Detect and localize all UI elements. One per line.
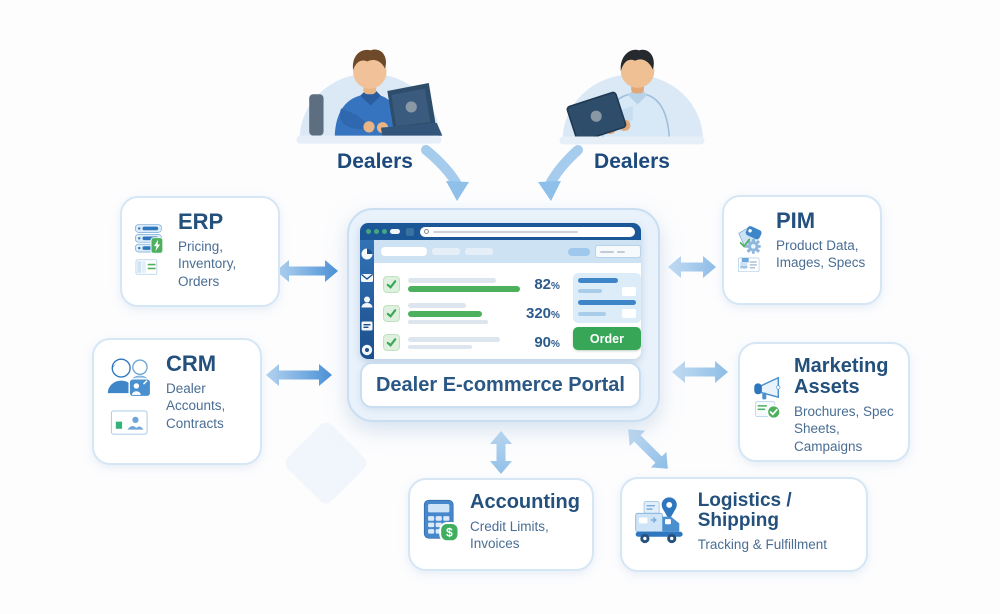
system-box-accounting: $ Accounting Credit Limits, Invoices xyxy=(408,478,594,571)
placeholder-bar xyxy=(408,336,500,342)
card-divider-bar xyxy=(577,299,636,305)
percent-suffix: % xyxy=(551,310,560,321)
window-dot-icon xyxy=(382,229,387,234)
placeholder-line xyxy=(599,250,614,253)
portal-title: Dealer E-commerce Portal xyxy=(360,362,641,408)
card-bar xyxy=(577,278,618,283)
browser-address-bar xyxy=(420,226,635,237)
check-icon xyxy=(383,305,400,322)
placeholder-bar xyxy=(408,320,488,324)
stock-percent: 90% xyxy=(526,334,640,351)
portal-content: 82% 320% xyxy=(374,263,641,359)
user-icon xyxy=(361,296,373,308)
window-pill-icon xyxy=(390,229,400,234)
check-icon xyxy=(383,334,400,351)
calculator-icon: $ xyxy=(423,499,460,543)
arrow-accounting-portal xyxy=(490,431,512,474)
tab xyxy=(465,248,493,255)
arrow-erp-portal xyxy=(276,260,338,282)
erp-title: ERP xyxy=(178,209,224,234)
megaphone-icon xyxy=(754,376,781,419)
placeholder-line xyxy=(616,250,625,253)
address-placeholder-line xyxy=(433,230,578,233)
dealer-illustration-laptop xyxy=(296,49,443,144)
product-row: 90% xyxy=(383,328,640,357)
accounting-subtitle: Credit Limits, Invoices xyxy=(470,519,549,552)
pim-subtitle: Product Data, Images, Specs xyxy=(776,238,866,271)
product-row: 320% xyxy=(383,299,640,328)
svg-text:$: $ xyxy=(446,526,453,540)
server-stack-icon xyxy=(134,224,164,275)
portal-browser-mockup: 82% 320% xyxy=(360,223,641,359)
order-summary-card xyxy=(572,273,641,323)
portal-tabbar xyxy=(374,240,641,263)
window-dot-icon xyxy=(374,229,379,234)
window-dot-icon xyxy=(366,229,371,234)
stock-percent: 320% xyxy=(526,305,640,322)
marketing-title: Marketing Assets xyxy=(794,355,889,398)
users-icon xyxy=(107,358,152,435)
search-icon xyxy=(424,229,429,234)
card-bar xyxy=(577,289,602,294)
marketing-subtitle: Brochures, Spec Sheets, Campaigns xyxy=(794,404,894,454)
stock-percent: 82% xyxy=(526,276,640,293)
dealer-illustration-tablet xyxy=(559,49,705,145)
card-chip xyxy=(621,286,636,296)
tab xyxy=(432,248,460,255)
percent-value: 320 xyxy=(526,305,552,322)
mail-icon xyxy=(361,273,373,282)
system-box-logistics: Logistics / Shipping Tracking & Fulfillm… xyxy=(620,477,868,572)
arrow-marketing-portal xyxy=(672,361,728,383)
percent-suffix: % xyxy=(551,281,560,292)
tab-active xyxy=(381,247,427,256)
browser-titlebar xyxy=(360,223,641,240)
truck-icon xyxy=(635,497,683,544)
erp-subtitle: Pricing, Inventory, Orders xyxy=(178,239,237,289)
card-chip xyxy=(621,309,636,318)
logistics-subtitle: Tracking & Fulfillment xyxy=(697,536,827,552)
accounting-title: Accounting xyxy=(470,491,580,513)
placeholder-bar xyxy=(408,344,472,349)
system-box-erp: ERP Pricing, Inventory, Orders xyxy=(120,196,280,307)
percent-value: 90 xyxy=(534,334,552,351)
arrow-crm-portal xyxy=(266,364,332,386)
settings-icon xyxy=(361,344,373,356)
check-icon xyxy=(383,276,400,293)
background-watermark-shape xyxy=(282,419,370,507)
crm-title: CRM xyxy=(166,351,217,376)
order-button: Order xyxy=(572,327,641,350)
percent-value: 82 xyxy=(534,276,552,293)
logistics-title: Logistics / Shipping xyxy=(697,490,792,531)
pim-title: PIM xyxy=(776,208,816,233)
percent-suffix: % xyxy=(551,339,560,350)
card-bar xyxy=(577,311,606,316)
crm-subtitle: Dealer Accounts, Contracts xyxy=(166,381,226,431)
system-box-crm: CRM Dealer Accounts, Contracts xyxy=(92,338,262,465)
orders-icon xyxy=(361,321,373,331)
portal-sidebar xyxy=(360,240,374,359)
progress-bar xyxy=(408,285,520,292)
browser-button-icon xyxy=(406,227,414,236)
system-box-pim: PIM Product Data, Images, Specs xyxy=(722,195,882,305)
progress-bar xyxy=(408,311,482,317)
toolbar-searchbox xyxy=(594,245,641,258)
arrow-logistics-portal xyxy=(628,429,668,469)
dealer-left-label: Dealers xyxy=(337,150,413,173)
arrow-pim-portal xyxy=(668,256,716,278)
placeholder-bar xyxy=(408,303,466,308)
product-row: 82% xyxy=(383,270,640,299)
system-box-marketing: Marketing Assets Brochures, Spec Sheets,… xyxy=(738,342,910,462)
dashboard-icon xyxy=(361,248,373,260)
toolbar-pill xyxy=(567,247,590,256)
dealer-right-label: Dealers xyxy=(594,150,670,173)
placeholder-bar xyxy=(408,277,496,283)
tag-gear-icon xyxy=(738,226,762,273)
